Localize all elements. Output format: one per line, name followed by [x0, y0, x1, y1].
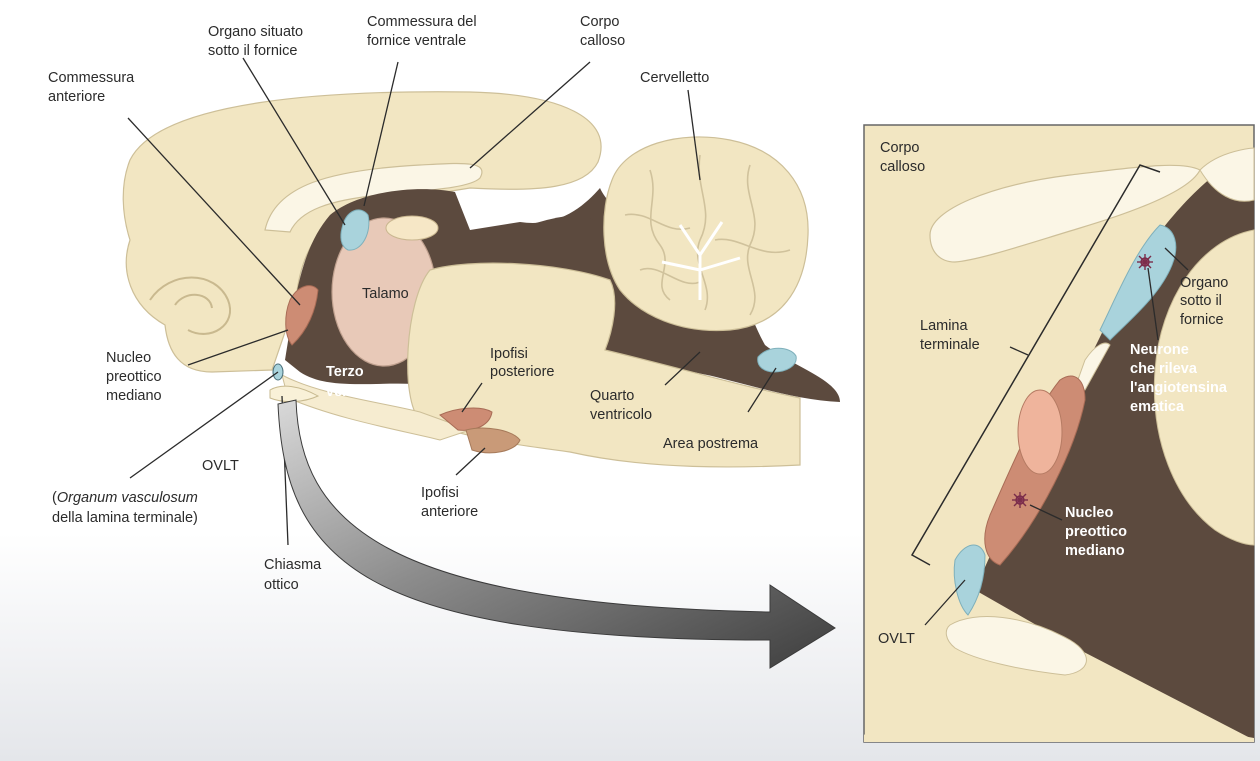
label-area-postrema: Area postrema	[663, 436, 759, 452]
cerebellum	[604, 137, 808, 331]
label-corpo-calloso: Corpo calloso	[580, 14, 625, 49]
inset-panel: Corpo calloso Lamina terminale Organo so…	[864, 125, 1254, 742]
label-organo-situato: Organo situato sotto il fornice	[208, 24, 307, 59]
label-chiasma-ottico: Chiasma ottico	[264, 557, 325, 593]
label-commessura-fornice: Commessura del fornice ventrale	[367, 14, 481, 49]
thalamus-cap	[386, 216, 438, 240]
label-ovlt-full: (Organum vasculosum della lamina termina…	[52, 490, 202, 526]
label-talamo: Talamo	[362, 286, 409, 302]
label-ovlt: OVLT	[202, 458, 239, 474]
inset-nucleus-core	[1018, 390, 1062, 474]
neuron-icon	[1137, 254, 1153, 270]
label-ipofisi-anteriore: Ipofisi anteriore	[421, 485, 478, 520]
label-nucleo-preottico: Nucleo preottico mediano	[106, 350, 166, 404]
label-cervelletto: Cervelletto	[640, 70, 709, 86]
brain-sagittal-section	[123, 92, 840, 467]
label-commessura-anteriore: Commessura anteriore	[48, 70, 138, 105]
inset-label-ovlt: OVLT	[878, 631, 915, 647]
neuron-icon	[1012, 492, 1028, 508]
